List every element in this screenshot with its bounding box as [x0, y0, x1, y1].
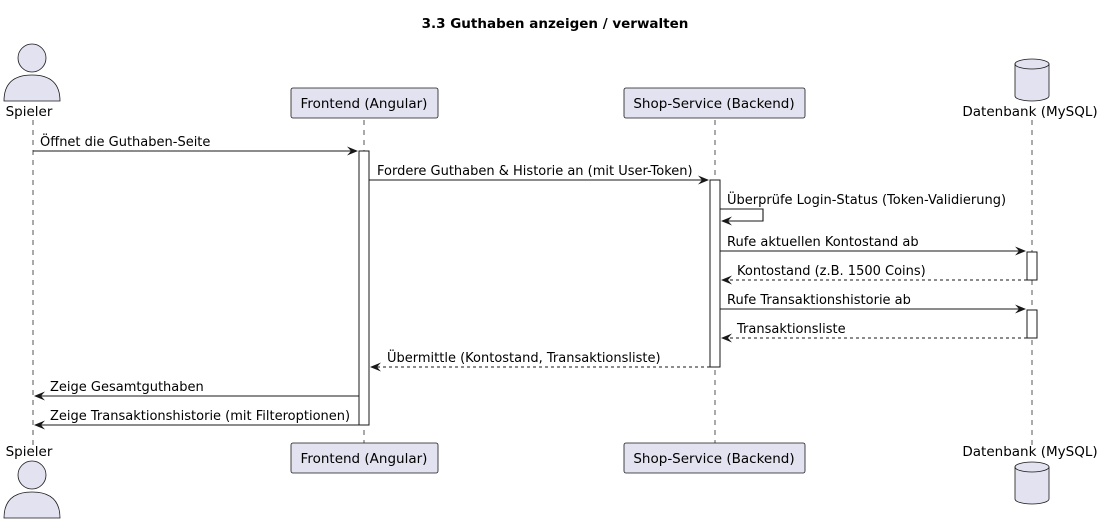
activation-frontend [358, 150, 370, 426]
message-label: Übermittle (Kontostand, Transaktionslist… [387, 349, 661, 366]
participant-frontend-top: Frontend (Angular) [290, 87, 439, 119]
participant-db-bottom: Datenbank (MySQL) [962, 444, 1098, 505]
actor-body-icon [3, 74, 61, 102]
participant-label: Frontend (Angular) [301, 451, 428, 467]
participant-label: Shop-Service (Backend) [633, 96, 794, 112]
message-5: Kontostand (z.B. 1500 Coins) [721, 264, 1027, 285]
database-icon [1014, 461, 1050, 505]
arrowhead-icon [721, 275, 732, 285]
actor-head-icon [17, 43, 47, 73]
database-icon [1014, 58, 1050, 102]
message-6: Rufe Transaktionshistorie ab [720, 293, 1026, 314]
message-label: Zeige Gesamtguthaben [50, 380, 204, 395]
arrowhead-icon [347, 146, 358, 156]
arrowhead-icon [1015, 304, 1026, 314]
message-label: Überprüfe Login-Status (Token-Validierun… [727, 191, 1006, 208]
message-label: Rufe aktuellen Kontostand ab [727, 235, 919, 250]
activation-db-2 [1026, 309, 1038, 339]
arrowhead-icon [721, 333, 732, 343]
arrowhead-icon [698, 175, 709, 185]
participant-frontend-bottom: Frontend (Angular) [290, 442, 439, 474]
message-8: Übermittle (Kontostand, Transaktionslist… [370, 349, 710, 372]
participant-label: Spieler [6, 104, 53, 120]
arrowhead-icon [34, 420, 45, 430]
diagram-title: 3.3 Guthaben anzeigen / verwalten [422, 16, 689, 32]
participant-shop-top: Shop-Service (Backend) [623, 87, 806, 119]
participant-label: Datenbank (MySQL) [962, 444, 1097, 460]
message-label: Zeige Transaktionshistorie (mit Filterop… [50, 409, 350, 424]
message-label: Kontostand (z.B. 1500 Coins) [737, 264, 926, 279]
activation-shop [709, 179, 721, 368]
message-2: Fordere Guthaben & Historie an (mit User… [369, 164, 709, 185]
participant-spieler-top: Spieler [3, 43, 61, 120]
arrowhead-icon [1015, 246, 1026, 256]
participant-label: Datenbank (MySQL) [962, 104, 1097, 120]
message-10: Zeige Transaktionshistorie (mit Filterop… [34, 409, 359, 430]
participant-label: Spieler [6, 444, 53, 460]
message-label: Fordere Guthaben & Historie an (mit User… [377, 164, 693, 179]
message-9: Zeige Gesamtguthaben [34, 380, 359, 401]
message-1: Öffnet die Guthaben-Seite [33, 133, 358, 156]
participant-spieler-bottom: Spieler [3, 444, 61, 519]
message-label: Öffnet die Guthaben-Seite [40, 133, 210, 150]
participant-shop-bottom: Shop-Service (Backend) [623, 442, 806, 474]
arrowhead-icon [370, 362, 381, 372]
participant-label: Frontend (Angular) [301, 96, 428, 112]
participant-label: Shop-Service (Backend) [633, 451, 794, 467]
message-label: Transaktionsliste [736, 322, 846, 337]
actor-body-icon [3, 491, 61, 519]
message-3: Überprüfe Login-Status (Token-Validierun… [720, 191, 1006, 226]
actor-head-icon [17, 460, 47, 490]
arrowhead-icon [721, 216, 732, 226]
message-4: Rufe aktuellen Kontostand ab [720, 235, 1026, 256]
arrowhead-icon [34, 391, 45, 401]
message-label: Rufe Transaktionshistorie ab [727, 293, 911, 308]
activation-db-1 [1026, 251, 1038, 281]
participant-db-top: Datenbank (MySQL) [962, 58, 1098, 120]
message-7: Transaktionsliste [721, 322, 1027, 343]
